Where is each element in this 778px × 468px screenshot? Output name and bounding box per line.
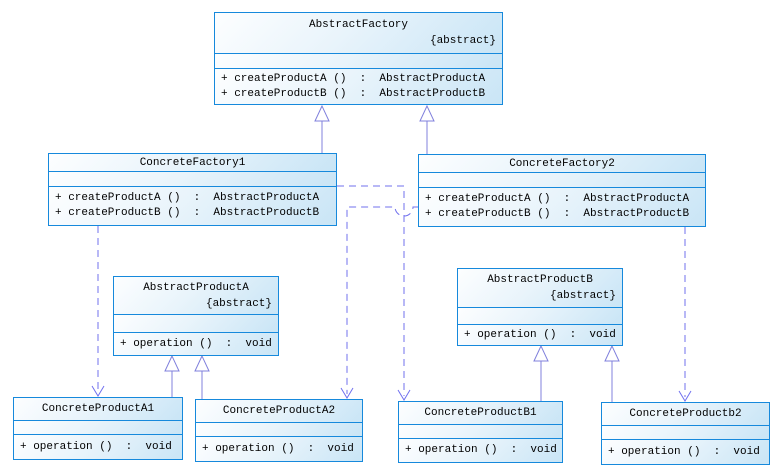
method-createproductb: + createProductB () : AbstractProductB	[55, 207, 320, 219]
class-name: AbstractProductB	[487, 274, 593, 286]
methods-compartment: + createProductA () : AbstractProductA +…	[49, 186, 336, 225]
attributes-compartment	[399, 424, 562, 438]
title-compartment: ConcreteProductA1	[14, 398, 182, 420]
methods-compartment: + operation () : void	[114, 332, 278, 355]
method-operation: + operation () : void	[405, 444, 557, 456]
title-compartment: ConcreteProductB1	[399, 402, 562, 424]
generalization-concretefactory1-to-abstractfactory	[314, 104, 330, 153]
class-stereotype: {abstract}	[205, 297, 272, 310]
attributes-compartment	[49, 171, 336, 186]
attributes-compartment	[419, 172, 705, 187]
generalization-concretefactory2-to-abstractfactory	[419, 104, 435, 154]
method-operation: + operation () : void	[120, 337, 272, 350]
dependency-concretefactory1-to-concreteproductb1	[337, 185, 411, 401]
methods-compartment: + operation () : void	[458, 324, 622, 345]
method-createproducta: + createProductA () : AbstractProductA	[425, 193, 690, 205]
class-concreteproductb1: ConcreteProductB1 + operation () : void	[398, 401, 563, 463]
class-name: AbstractProductA	[143, 281, 249, 294]
attributes-compartment	[458, 307, 622, 324]
class-name: ConcreteFactory2	[509, 157, 615, 170]
dependency-concretefactory2-to-concreteproducta2	[340, 206, 418, 399]
attributes-compartment	[196, 422, 362, 436]
generalization-concreteproducta2-to-abstractproducta	[194, 354, 210, 399]
title-compartment: AbstractFactory {abstract}	[215, 13, 502, 53]
dependency-concretefactory2-to-concreteproductb2	[678, 227, 692, 402]
methods-compartment: + createProductA () : AbstractProductA +…	[419, 187, 705, 226]
methods-compartment: + createProductA () : AbstractProductA +…	[215, 68, 502, 104]
class-concreteproducta1: ConcreteProductA1 + operation () : void	[13, 397, 183, 460]
method-createproducta: + createProductA () : AbstractProductA	[221, 72, 486, 85]
attributes-compartment	[215, 53, 502, 68]
method-operation: + operation () : void	[464, 328, 616, 341]
class-abstractproducta: AbstractProductA {abstract} + operation …	[113, 276, 279, 356]
class-concretefactory1: ConcreteFactory1 + createProductA () : A…	[48, 153, 337, 226]
generalization-concreteproductb2-to-abstractproductb	[604, 344, 620, 402]
method-operation: + operation () : void	[608, 445, 760, 458]
class-name: ConcreteProductB1	[424, 407, 537, 419]
class-concreteproductb2: ConcreteProductb2 + operation () : void	[601, 402, 770, 465]
methods-compartment: + operation () : void	[399, 438, 562, 462]
attributes-compartment	[114, 314, 278, 332]
methods-compartment: + operation () : void	[602, 439, 769, 464]
class-concreteproducta2: ConcreteProductA2 + operation () : void	[195, 399, 363, 462]
class-stereotype: {abstract}	[549, 290, 616, 302]
dependency-concretefactory1-to-concreteproducta1	[91, 226, 105, 397]
attributes-compartment	[14, 420, 182, 434]
method-createproducta: + createProductA () : AbstractProductA	[55, 192, 320, 204]
class-stereotype: {abstract}	[429, 35, 496, 47]
methods-compartment: + operation () : void	[196, 436, 362, 461]
class-name: AbstractFactory	[308, 19, 409, 31]
method-createproductb: + createProductB () : AbstractProductB	[425, 208, 690, 220]
title-compartment: ConcreteProductb2	[602, 403, 769, 425]
class-name: ConcreteProductb2	[629, 408, 742, 420]
generalization-concreteproductb1-to-abstractproductb	[533, 344, 549, 401]
class-name: ConcreteProductA2	[222, 405, 336, 417]
class-name: ConcreteProductA1	[41, 403, 155, 415]
title-compartment: ConcreteFactory2	[419, 155, 705, 172]
title-compartment: AbstractProductA {abstract}	[114, 277, 278, 314]
class-abstractproductb: AbstractProductB {abstract} + operation …	[457, 268, 623, 346]
class-name: ConcreteFactory1	[139, 156, 246, 169]
title-compartment: AbstractProductB {abstract}	[458, 269, 622, 307]
generalization-concreteproducta1-to-abstractproducta	[164, 354, 180, 397]
class-abstractfactory: AbstractFactory {abstract} + createProdu…	[214, 12, 503, 105]
method-operation: + operation () : void	[20, 440, 172, 453]
class-concretefactory2: ConcreteFactory2 + createProductA () : A…	[418, 154, 706, 227]
method-operation: + operation () : void	[202, 442, 354, 455]
methods-compartment: + operation () : void	[14, 434, 182, 459]
method-createproductb: + createProductB () : AbstractProductB	[221, 87, 486, 100]
attributes-compartment	[602, 425, 769, 439]
title-compartment: ConcreteFactory1	[49, 154, 336, 171]
title-compartment: ConcreteProductA2	[196, 400, 362, 422]
